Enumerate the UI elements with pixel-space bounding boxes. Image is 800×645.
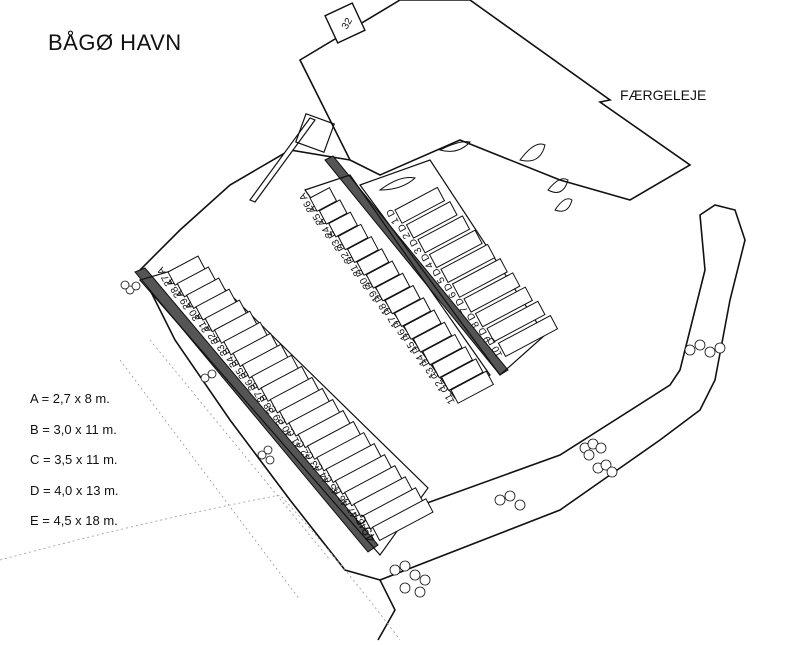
legend-item-b: B = 3,0 x 11 m. <box>30 421 117 437</box>
berth-box <box>384 284 421 315</box>
building-32: 32 <box>324 2 366 44</box>
berth-box <box>486 300 546 343</box>
boats <box>378 141 573 212</box>
berth-box <box>440 243 496 284</box>
berth-box <box>422 333 463 366</box>
berth-box <box>440 358 484 392</box>
berth-box <box>431 346 474 379</box>
ferry-terminal-label: FÆRGELEJE <box>620 87 707 103</box>
berth-box <box>474 286 534 328</box>
map-title: BÅGØ HAVN <box>48 30 182 55</box>
berth-box <box>328 211 359 238</box>
legend-item-e: E = 4,5 x 18 m. <box>30 513 118 528</box>
center-east-berths: 1 D2 D3 D4 D5 D6 D7 D8 D9 D10 D <box>385 186 559 359</box>
berth-box <box>403 309 442 340</box>
legend-item-a: A = 2,7 x 8 m. <box>30 391 110 406</box>
berth-box <box>428 229 483 269</box>
berth-box <box>393 297 432 328</box>
berth-box <box>463 272 521 313</box>
berth-box <box>451 257 508 298</box>
center-west-berths: 26 A25 A24 A23 B22 D21 D20 D19 D18 D17 D… <box>297 186 495 406</box>
berth-box <box>450 370 495 404</box>
berth-box <box>309 186 338 212</box>
land-details <box>0 339 401 641</box>
berth-box <box>412 321 453 353</box>
berth-box <box>371 498 434 542</box>
berth-box <box>375 272 411 302</box>
legend-item-c: C = 3,5 x 11 m. <box>30 452 118 467</box>
berth-box <box>346 235 379 264</box>
berth-box <box>318 199 348 225</box>
coastline <box>139 0 746 641</box>
left-pier <box>134 262 429 556</box>
rocks <box>120 280 726 598</box>
berth-box <box>337 223 369 251</box>
building-number: 32 <box>340 16 355 32</box>
legend-item-d: D = 4,0 x 13 m. <box>30 482 119 498</box>
berth-box <box>405 201 458 239</box>
berth-box <box>497 314 559 358</box>
berth-size-legend: A = 2,7 x 8 m. B = 3,0 x 11 m. C = 3,5 x… <box>30 390 119 543</box>
berth-box <box>417 215 471 254</box>
gangway <box>249 113 335 203</box>
berth-box <box>365 260 400 289</box>
berth-box <box>356 248 390 276</box>
berth-box <box>394 186 446 224</box>
